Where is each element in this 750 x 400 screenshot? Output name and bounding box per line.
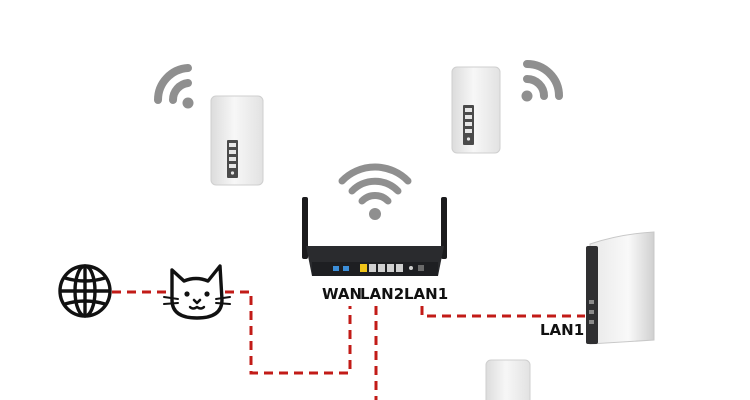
device-lan1-label: LAN1 [540, 321, 585, 339]
router-wan-label: WAN [322, 285, 363, 303]
router-lan2-label: LAN2 [360, 285, 405, 303]
mesh-node-bottom [485, 359, 531, 400]
cable-lan1-to-device [420, 306, 585, 318]
router-lan1-label: LAN1 [404, 285, 449, 303]
tower-device [586, 231, 655, 345]
wifi-icon [153, 64, 194, 109]
mesh-node-right [451, 66, 501, 154]
wifi-icon [521, 60, 563, 102]
mesh-node-left [210, 95, 264, 186]
cable-modem-to-wan [225, 290, 352, 375]
wifi-icon [338, 163, 412, 220]
cat-icon [163, 264, 231, 320]
globe-icon [58, 264, 112, 318]
cables [112, 290, 585, 400]
router [302, 197, 447, 276]
